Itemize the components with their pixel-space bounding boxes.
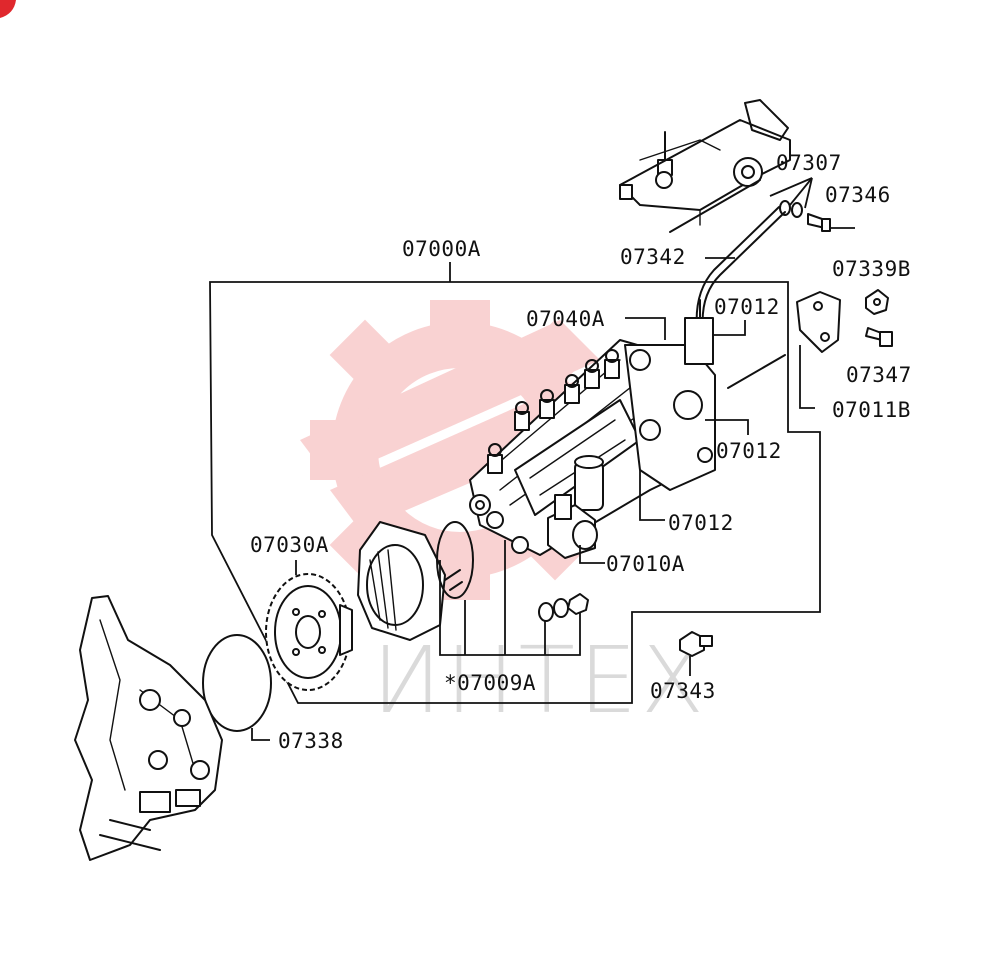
label-07342: 07342: [620, 245, 686, 269]
bolt-07343: [679, 631, 713, 657]
leader-07011B: [799, 345, 815, 409]
engine-timing-housing: [74, 595, 223, 861]
drive-gear-07030A: [265, 573, 353, 691]
bolt-07347: [865, 327, 893, 347]
leader-07009A: [439, 540, 581, 656]
label-07343: 07343: [650, 679, 716, 703]
washers-07307: [779, 200, 831, 232]
label-07347: 07347: [846, 363, 912, 387]
o-ring-07009: [436, 521, 474, 599]
bracket-link: [727, 354, 786, 389]
label-07346: 07346: [825, 183, 891, 207]
corner-logo-fragment: [0, 0, 16, 18]
leader-07010A: [579, 545, 605, 564]
fuel-manifold: [619, 99, 791, 233]
assembly-boundary: [209, 281, 821, 704]
label-07338: 07338: [278, 729, 344, 753]
injection-pump: [469, 299, 716, 559]
label-07040A: 07040A: [526, 307, 605, 331]
watermark-text: ИНТЕХ: [372, 627, 708, 734]
leader-07012-low: [639, 470, 665, 521]
label-07030A: 07030A: [250, 533, 329, 557]
label-07000A: 07000A: [402, 237, 481, 261]
label-07011B: 07011B: [832, 398, 911, 422]
washers-07009: [538, 593, 589, 622]
leader-07012-mid: [705, 419, 749, 435]
leader-07307b: [804, 177, 813, 209]
label-07012-top: 07012: [714, 295, 780, 319]
label-07010A: 07010A: [606, 552, 685, 576]
label-07339B: 07339B: [832, 257, 911, 281]
label-07012-low: 07012: [668, 511, 734, 535]
label-07307: 07307: [776, 151, 842, 175]
bracket-07011B: [796, 291, 841, 353]
leader-07040A: [625, 317, 666, 340]
leader-07012-top: [712, 320, 746, 336]
label-07009A: *07009A: [444, 671, 536, 695]
gasket-07338: [202, 634, 272, 732]
leader-07307: [769, 177, 813, 206]
nut-07339B: [865, 289, 889, 315]
adapter-flange: [357, 521, 463, 641]
label-07012-mid: 07012: [716, 439, 782, 463]
leader-07338: [251, 728, 270, 741]
